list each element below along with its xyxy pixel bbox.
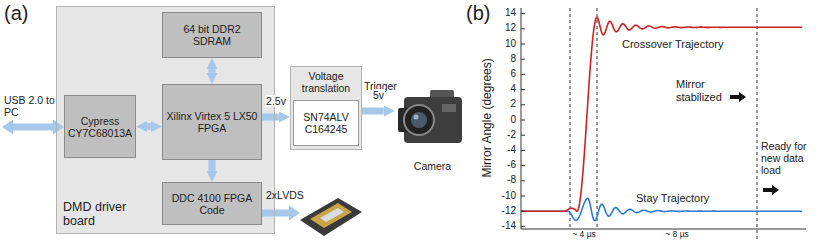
tick-label: 2: [486, 98, 516, 110]
time-marker: [757, 8, 758, 241]
voltage-label: 5v: [372, 89, 385, 101]
axis-tick: [521, 28, 525, 29]
axis-tick: [521, 135, 525, 136]
axis-tick: [521, 226, 525, 227]
node-label: Voltage translation: [294, 70, 358, 94]
tick-label: -12: [486, 205, 516, 217]
curve-label: Stay Trajectory: [636, 192, 746, 205]
tick-label: -6: [486, 159, 516, 171]
tick-label: -10: [486, 190, 516, 202]
node-label: Xilinx Virtex 5 LX50 FPGA: [166, 110, 258, 134]
dmd-chip: [300, 198, 362, 236]
time-marker: [597, 8, 598, 241]
camera-node: Camera: [395, 72, 470, 172]
annotation: Mirror stabilized: [676, 78, 732, 103]
tick-label: 8: [486, 53, 516, 65]
lvds-arrow: [262, 206, 300, 221]
axis-tick: [521, 89, 525, 90]
tick-label: -14: [486, 220, 516, 232]
duration-label: ~ 8 µs: [657, 230, 697, 240]
bus-arrow: [147, 123, 151, 130]
bus-arrow: [262, 114, 279, 121]
axis-tick: [521, 104, 525, 105]
panel-letter: (b): [466, 2, 506, 25]
tick-label: -8: [486, 174, 516, 186]
pointer-arrow: [763, 185, 779, 195]
node-label: Cypress CY7C68013A: [68, 115, 132, 139]
duration-label: ~ 4 µs: [569, 230, 599, 240]
usb-arrow: [2, 120, 64, 135]
node-label: DDC 4100 FPGA Code: [166, 192, 258, 216]
axis-tick: [521, 150, 525, 151]
tick-label: 14: [486, 7, 516, 19]
bus-arrow: [209, 69, 216, 73]
tick-label: -4: [486, 144, 516, 156]
usb-chip-box: Cypress CY7C68013A: [64, 95, 136, 158]
tick-label: 0: [486, 114, 516, 126]
axis-tick: [521, 44, 525, 45]
curve-label: Crossover Trajectory: [622, 38, 752, 51]
node-label: Camera: [414, 160, 451, 172]
tick-label: 4: [486, 83, 516, 95]
tick-label: 10: [486, 38, 516, 50]
axis-title: Mirror Angle (degrees): [481, 23, 495, 213]
node-label: 64 bit DDR2 SDRAM: [166, 23, 258, 47]
crossover-curve: [521, 17, 802, 211]
camera-picture: [398, 90, 462, 143]
voltage-label: 2.5v: [265, 95, 287, 107]
bus-arrow: [209, 160, 216, 171]
node-label: DMD driver board: [63, 200, 139, 228]
time-marker: [570, 8, 571, 241]
tick-label: -2: [486, 129, 516, 141]
driver-board: DMD driver board 64 bit DDR2 SDRAM Cypress…: [56, 6, 275, 234]
board-fill: [56, 6, 275, 234]
port-label: USB 2.0 to PC: [4, 94, 58, 118]
buffer-chip-box: SN74ALV C164245: [293, 100, 359, 146]
tick-label: 12: [486, 22, 516, 34]
axis-tick: [521, 211, 525, 212]
pointer-arrow: [730, 92, 746, 102]
bus-arrow: [362, 108, 384, 115]
fpga-box: Xilinx Virtex 5 LX50 FPGA: [162, 84, 262, 160]
signal-name: 2xLVDS: [266, 189, 310, 201]
panel-letter: (a): [4, 2, 44, 25]
memory-box: 64 bit DDR2 SDRAM: [162, 12, 262, 58]
translation-box: Voltage translationSN74ALV C164245: [290, 66, 362, 150]
axis-tick: [521, 180, 525, 181]
axis-tick: [521, 196, 525, 197]
axis-tick: [521, 74, 525, 75]
annotation: Ready for new data load: [761, 140, 813, 176]
axis-tick: [521, 165, 525, 166]
axis-tick: [521, 120, 525, 121]
axis-tick: [521, 59, 525, 60]
node-label: SN74ALV C164245: [297, 111, 355, 135]
axis-tick: [521, 13, 525, 14]
mirror-angle-chart: [521, 8, 806, 241]
tick-label: 6: [486, 68, 516, 80]
controller-box: DDC 4100 FPGA Code: [162, 182, 262, 225]
